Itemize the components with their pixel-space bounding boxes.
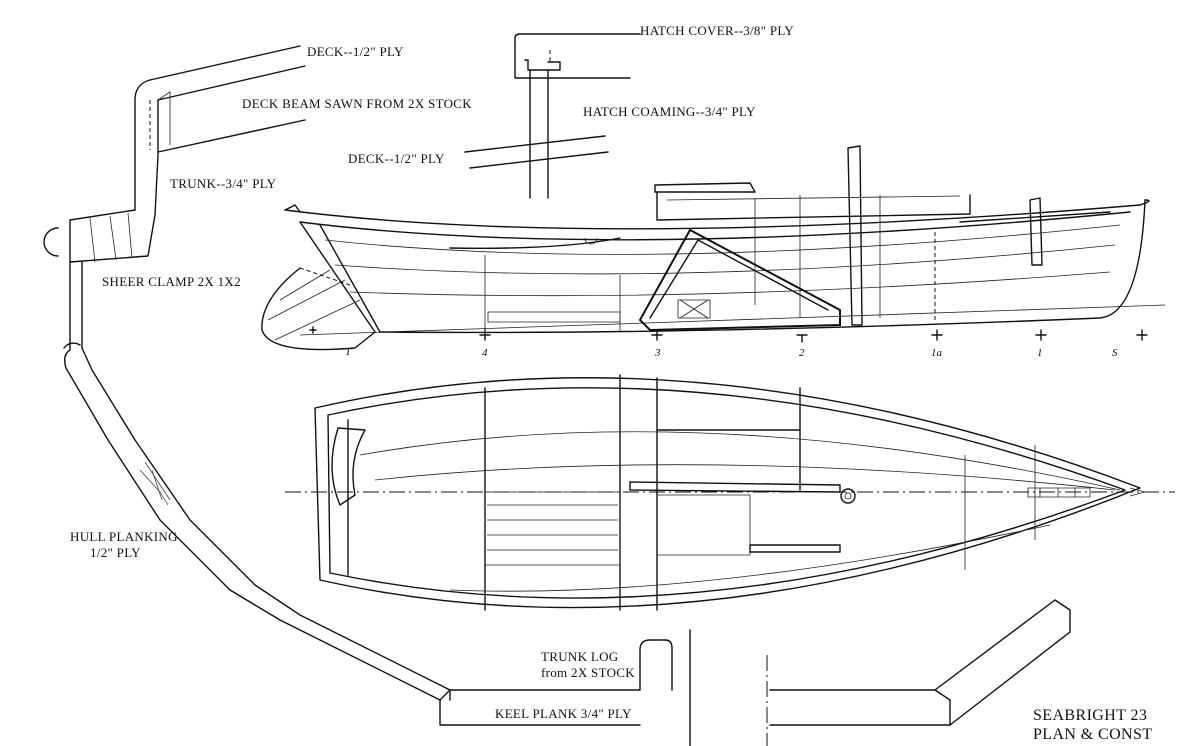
label-trunk: TRUNK--3/4" PLY: [170, 176, 277, 191]
label-hatch-cover: HATCH COVER--3/8" PLY: [640, 23, 794, 38]
hull-section-view: [43, 45, 1071, 746]
label-hull-planking-2: 1/2" PLY: [90, 545, 141, 560]
label-deck-top: DECK--1/2" PLY: [307, 44, 404, 59]
label-deck-beam: DECK BEAM SAWN FROM 2X STOCK: [242, 96, 472, 111]
hull-profile-view: [261, 145, 1166, 351]
station-label-1: 1: [1037, 347, 1043, 359]
drawing-title: SEABRIGHT 23: [1033, 707, 1147, 724]
keel-plank-section: [439, 599, 1071, 726]
station-labels: T 4 3 2 1a 1 S: [345, 346, 1118, 359]
title-block: SEABRIGHT 23 PLAN & CONST: [1033, 707, 1152, 743]
station-label-4: 4: [482, 347, 488, 359]
annotation-labels: DECK--1/2" PLY DECK BEAM SAWN FROM 2X ST…: [70, 23, 794, 721]
hatch-detail: [464, 33, 641, 199]
deck-section: [134, 45, 306, 216]
label-deck-mid: DECK--1/2" PLY: [348, 151, 445, 166]
label-hull-planking-1: HULL PLANKING: [70, 529, 178, 544]
station-label-s: S: [1112, 347, 1118, 359]
trunk-log: [639, 629, 768, 746]
sheer-clamp-block: [43, 209, 156, 263]
label-trunk-log-2: from 2X STOCK: [541, 665, 635, 680]
station-label-1a: 1a: [931, 347, 943, 359]
station-label-3: 3: [654, 347, 661, 359]
station-label-t: T: [345, 346, 352, 358]
station-label-2: 2: [799, 347, 805, 359]
hull-plan-view: [285, 374, 1175, 611]
hull-planking-section: [63, 261, 451, 701]
label-sheer-clamp: SHEER CLAMP 2X 1X2: [102, 274, 241, 289]
label-hatch-coaming: HATCH COAMING--3/4" PLY: [583, 104, 756, 119]
label-keel-plank: KEEL PLANK 3/4" PLY: [495, 706, 632, 721]
label-trunk-log-1: TRUNK LOG: [541, 649, 618, 664]
drawing-subtitle: PLAN & CONST: [1033, 726, 1152, 743]
